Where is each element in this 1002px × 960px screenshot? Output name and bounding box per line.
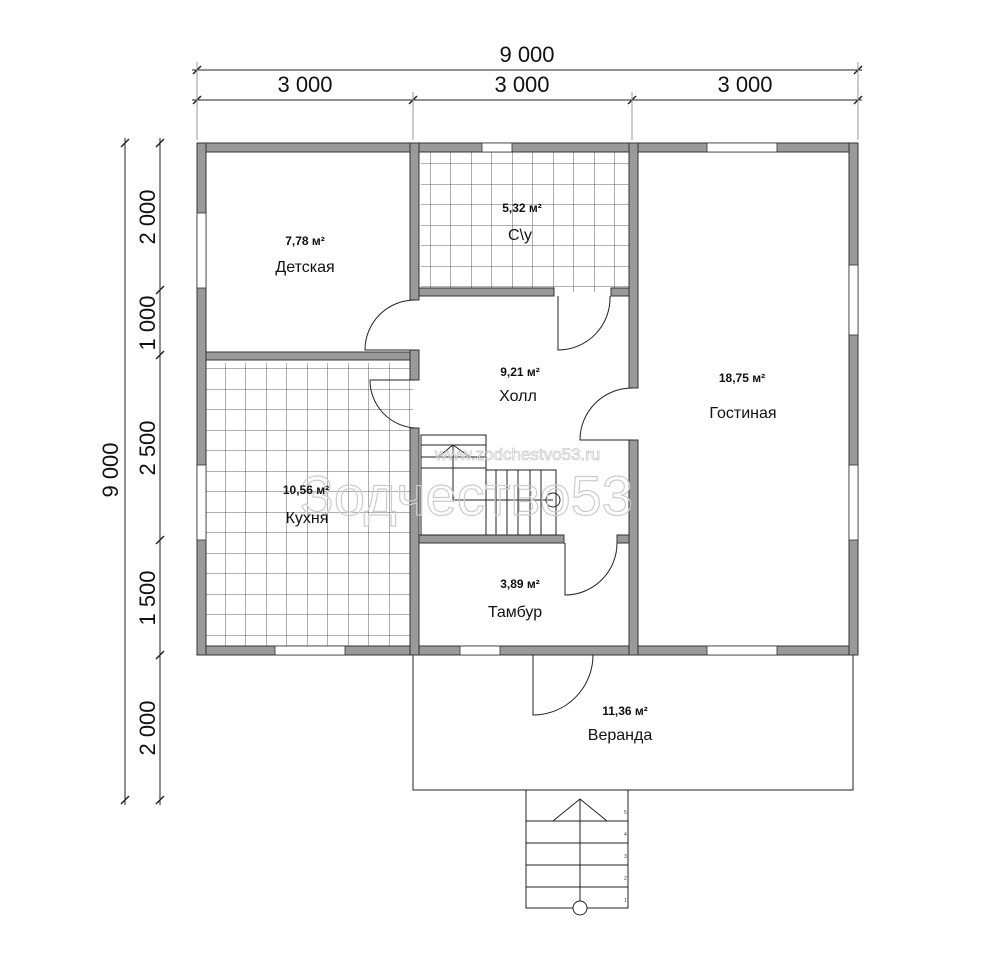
watermark-brand: Зодчество53 [300,464,633,527]
room-name-bathroom: С\у [508,227,532,244]
dim-left-4: 1 500 [135,570,160,625]
room-area-tambur: 3,89 м² [500,577,540,591]
room-name-kitchen: Кухня [286,510,329,527]
dim-top-3: 3 000 [717,72,772,97]
room-name-tambur: Тамбур [488,604,542,621]
room-area-gostinaya: 18,75 м² [719,371,765,385]
dim-top-2: 3 000 [494,72,549,97]
step-number: 3 [624,854,627,860]
room-name-gostinaya: Гостиная [709,405,776,422]
walls [196,142,859,656]
doors [364,295,634,716]
room-name-hall: Холл [499,388,537,405]
dim-left-3: 2 500 [135,420,160,475]
dim-total-height: 9 000 [98,442,123,497]
step-number: 1 [624,898,627,904]
room-name-veranda: Веранда [588,727,653,744]
interior-stairs [420,434,561,536]
dim-left-1: 2 000 [135,189,160,244]
kitchen-tiles [205,363,413,648]
room-area-kitchen: 10,56 м² [283,483,329,497]
veranda-deck [412,654,854,791]
dim-top-1: 3 000 [277,72,332,97]
step-number: 5 [624,810,627,816]
dim-left-2: 1 000 [135,295,160,350]
room-name-detskaya: Детская [275,259,334,276]
porch-stairs [525,789,629,916]
dim-left-5: 2 000 [135,700,160,755]
watermark-url: www.zodchestvo53.ru [434,445,600,464]
dimension-lines [120,62,863,805]
windows [196,142,859,656]
step-number: 4 [624,832,627,838]
room-area-hall: 9,21 м² [500,365,540,379]
bathroom-tiles [421,151,632,292]
dim-total-width: 9 000 [499,42,554,67]
room-area-detskaya: 7,78 м² [285,234,325,248]
step-number: 2 [624,876,627,882]
room-area-veranda: 11,36 м² [602,704,648,718]
room-area-bathroom: 5,32 м² [502,201,542,215]
